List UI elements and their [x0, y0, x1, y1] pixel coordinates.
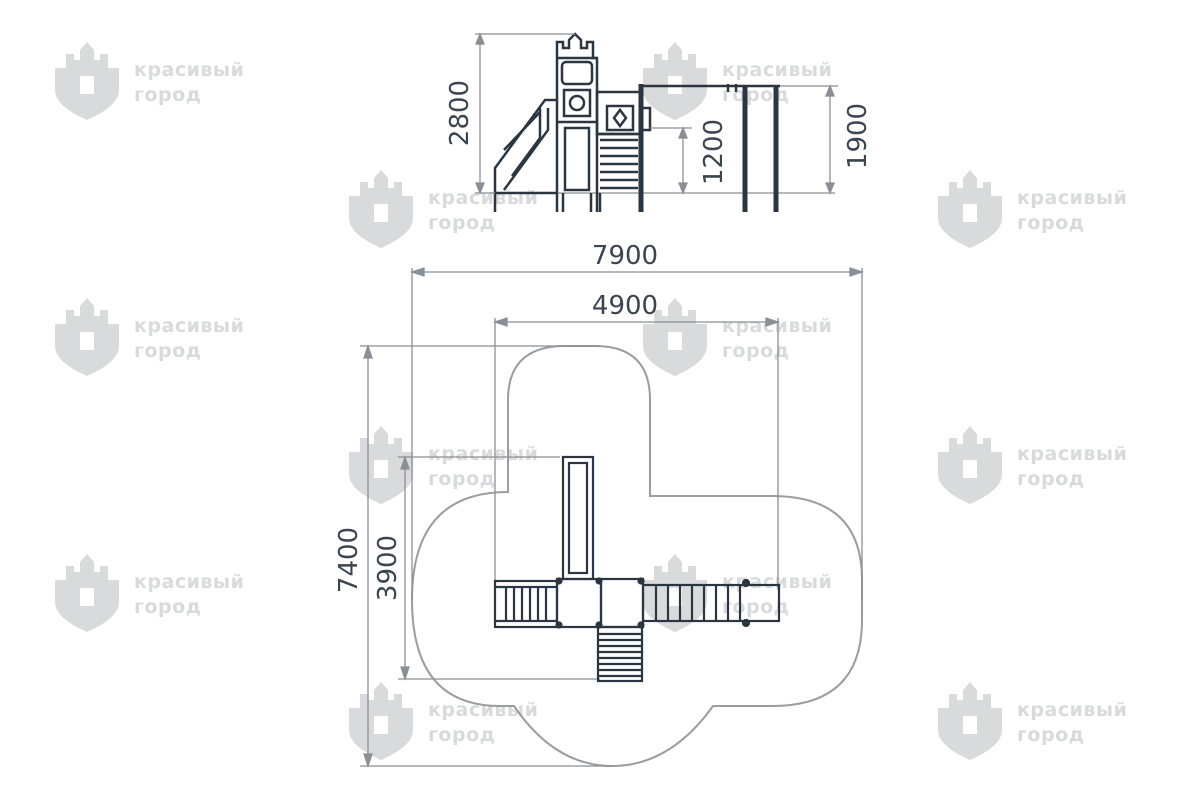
castle-shield-icon	[938, 170, 1002, 248]
slide	[561, 455, 595, 581]
plan-structure	[493, 455, 781, 683]
dim-label-4900: 4900	[592, 291, 658, 321]
platforms	[555, 577, 645, 629]
castle-shield-icon	[349, 170, 413, 248]
dim-label-1900: 1900	[843, 103, 873, 169]
castle-shield-icon	[55, 554, 119, 632]
castle-shield-icon	[349, 426, 413, 504]
castle-shield-icon	[938, 682, 1002, 760]
dim-label-2800: 2800	[445, 80, 475, 146]
side-elevation	[490, 32, 835, 212]
side-dimension-lines	[475, 32, 838, 195]
safety-zone-outline	[410, 345, 863, 768]
dim-label-7400: 7400	[334, 527, 364, 593]
plan-dimension-lines	[360, 267, 865, 769]
dim-label-3900: 3900	[373, 535, 403, 601]
bottom-ladder	[596, 625, 644, 683]
tower	[555, 32, 599, 212]
monkey-bars	[638, 84, 780, 212]
castle-shield-icon	[938, 426, 1002, 504]
dim-label-7900: 7900	[592, 241, 658, 271]
monkey-bars-plan	[641, 578, 781, 628]
castle-shield-icon	[55, 42, 119, 120]
castle-shield-icon	[349, 682, 413, 760]
castle-shield-icon	[643, 298, 707, 376]
castle-shield-icon	[55, 298, 119, 376]
castle-shield-icon	[643, 42, 707, 120]
dim-label-1200: 1200	[699, 119, 729, 185]
stair-rail	[493, 98, 557, 212]
left-stair	[493, 579, 559, 629]
